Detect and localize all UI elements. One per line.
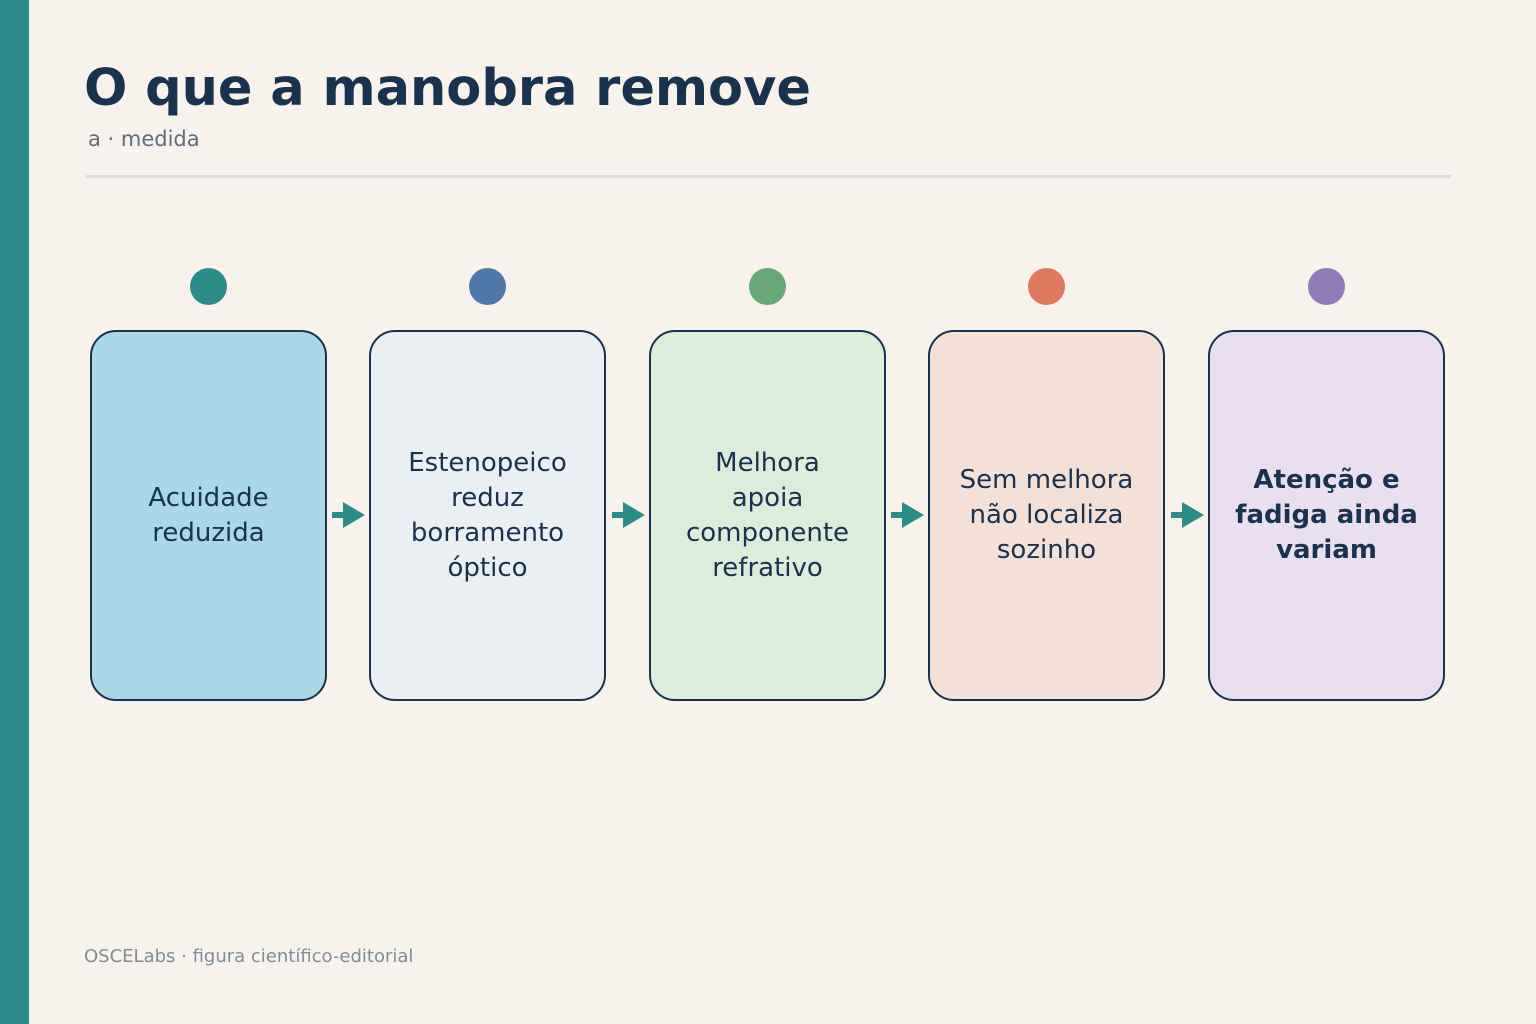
step-2-dot [469,268,506,305]
step-4-dot [1028,268,1065,305]
header-divider [86,175,1451,178]
step-1-dot [190,268,227,305]
step-4-label: Sem melhora não localiza sozinho [959,465,1134,565]
page-subtitle: a · medida [88,127,200,151]
arrow-right-icon [891,502,924,528]
step-5-card: Atenção e fadiga ainda variam [1208,330,1445,701]
accent-side-bar [0,0,29,1024]
arrow-right-icon [1171,502,1204,528]
page-title: O que a manobra remove [84,59,811,118]
footer-credit: OSCELabs · figura científico-editorial [84,946,414,967]
step-5-label: Atenção e fadiga ainda variam [1235,465,1418,565]
step-4-card: Sem melhora não localiza sozinho [928,330,1165,701]
step-5-dot [1308,268,1345,305]
step-3-card: Melhora apoia componente refrativo [649,330,886,701]
step-2-label: Estenopeico reduz borramento óptico [408,447,567,583]
arrow-right-icon [612,502,645,528]
step-1-card: Acuidade reduzida [90,330,327,701]
arrow-right-icon [332,502,365,528]
step-3-dot [749,268,786,305]
step-2-card: Estenopeico reduz borramento óptico [369,330,606,701]
step-1-label: Acuidade reduzida [148,482,269,548]
step-3-label: Melhora apoia componente refrativo [685,447,850,583]
